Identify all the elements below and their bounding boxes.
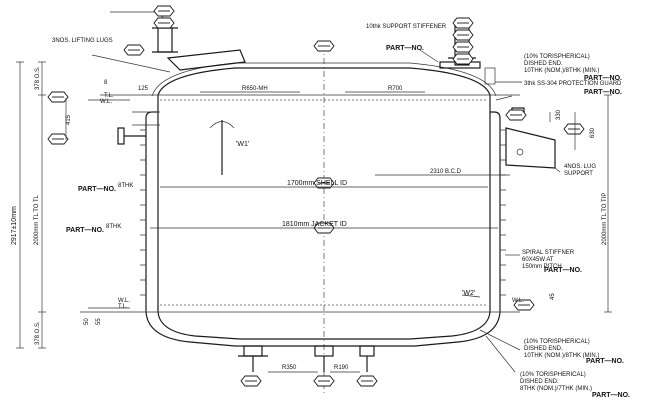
hex-marker-center-mid [313,177,335,189]
dimension-lines [16,49,612,373]
dimension-texts: 3NOS. LIFTING LUGS R650-MH R700 125 10th… [11,24,608,371]
w1-label: 'W1' [236,141,249,148]
lug-support-note-2: SUPPORT [564,171,593,177]
d378-bot-label: 378 O.S. [35,321,41,345]
hex-marker-top-left [153,5,175,17]
d125-label: 125 [138,86,149,92]
hex-marker-right-6 [505,109,527,121]
d50-label: 50 [84,318,90,325]
wl-bot-label: W.L. [118,298,130,304]
tl-top-label: T.L. [104,93,114,99]
bot-dish1-note-2: DISHED END. [524,346,563,352]
top-dish-note-2: DISHED END. [524,61,563,67]
spiral-note-1: SPIRAL STIFFNER [522,250,575,256]
d8-label: 8 [104,80,108,86]
part-no-right-3: PART—NO. [544,267,582,274]
hex-marker-lug [123,44,145,56]
hex-marker-right-1 [452,17,474,29]
part-no-left-2: PART—NO. [66,227,104,234]
r700-label: R700 [388,86,403,92]
tl-to-tip-label: 2000mm TL TO TIP [602,193,608,245]
hex-marker-right-2 [452,29,474,41]
tl-to-tl-label: 2000mm TL TO TL [34,194,40,245]
hex-marker-right-low [513,299,535,311]
bot-dish2-note-3: 8THK (NOM.)/7THK (MIN.) [520,386,592,392]
r650-label: R650-MH [242,86,268,92]
part-no-right-2: PART—NO. [584,89,622,96]
hex-marker-right-5 [563,123,585,135]
jacket-id-label: 1810mm JACKET ID [282,221,347,228]
hex-marker-left-nozzle [47,133,69,145]
overall-height-label: 2917±10mm [11,206,18,245]
hex-marker-center-top [313,40,335,52]
top-dish-note-1: (10% TORISPHERICAL) [524,54,590,60]
lug-support-note-1: 4NOS. LUG [564,164,596,170]
d45-label: 45 [550,293,556,300]
bot-dish1-note-3: 10THK (NOM.)/8THK (MIN.) [524,353,599,359]
hex-marker-bot-1 [240,375,262,387]
d415-label: 415 [66,114,72,125]
d378-top-label: 378 O.S. [35,66,41,90]
vessel-body [80,45,520,395]
bot-dish1-note-1: (10% TORISPHERICAL) [524,339,590,345]
callout-notes: (10% TORISPHERICAL) DISHED END. 10THK (N… [520,54,622,392]
d330-label: 330 [556,109,562,120]
hex-marker-left-shell [47,91,69,103]
hex-markers [47,5,585,387]
tl-bot-label: T.L. [118,304,128,310]
bottom-nozzles [238,345,375,372]
top-dish-note-3: 10THK (NOM.)/8THK (MIN.) [524,68,599,74]
bcd-label: 2310 B.C.D [430,169,462,175]
bot-dish2-note-2: DISHED END. [520,379,559,385]
part-no-right-1: PART—NO. [584,75,622,82]
r190-label: R190 [334,365,349,371]
lifting-lugs-label: 3NOS. LIFTING LUGS [52,38,113,44]
support-stiffener-label: 10thk SUPPORT STIFFENER [366,24,447,30]
wl-top-label: W.L. [100,99,112,105]
part-no-right-5: PART—NO. [592,392,630,399]
bot-dish2-note-1: (10% TORISPHERICAL) [520,372,586,378]
hex-marker-bot-3 [356,375,378,387]
hex-marker-bot-2 [313,375,335,387]
thk8-b-label: 8THK [106,224,121,230]
spiral-note-3: 150mm PITCH [522,264,562,270]
part-no-top: PART—NO. [386,45,424,52]
thk8-a-label: 8THK [118,183,133,189]
d630-label: 630 [590,127,596,138]
hex-marker-top-left-2 [153,17,175,29]
shell-id-label: 1700mm SHELL ID [287,180,347,187]
d55-label: 55 [96,318,102,325]
marker-labels: T.L. W.L. W.L. T.L. W.L. 'W1' 'W2' 8THK … [66,45,630,399]
hex-marker-right-4 [452,53,474,65]
wl-right-label: W.L. [512,298,524,304]
part-no-left-1: PART—NO. [78,186,116,193]
part-no-right-4: PART—NO. [586,358,624,365]
protection-note: 3thk SS-304 PROTECTION GUARD [524,81,622,87]
r350-label: R350 [282,365,297,371]
spiral-note-2: 60X45W AT [522,257,554,263]
hex-marker-right-3 [452,41,474,53]
w2-label: 'W2' [462,290,475,297]
